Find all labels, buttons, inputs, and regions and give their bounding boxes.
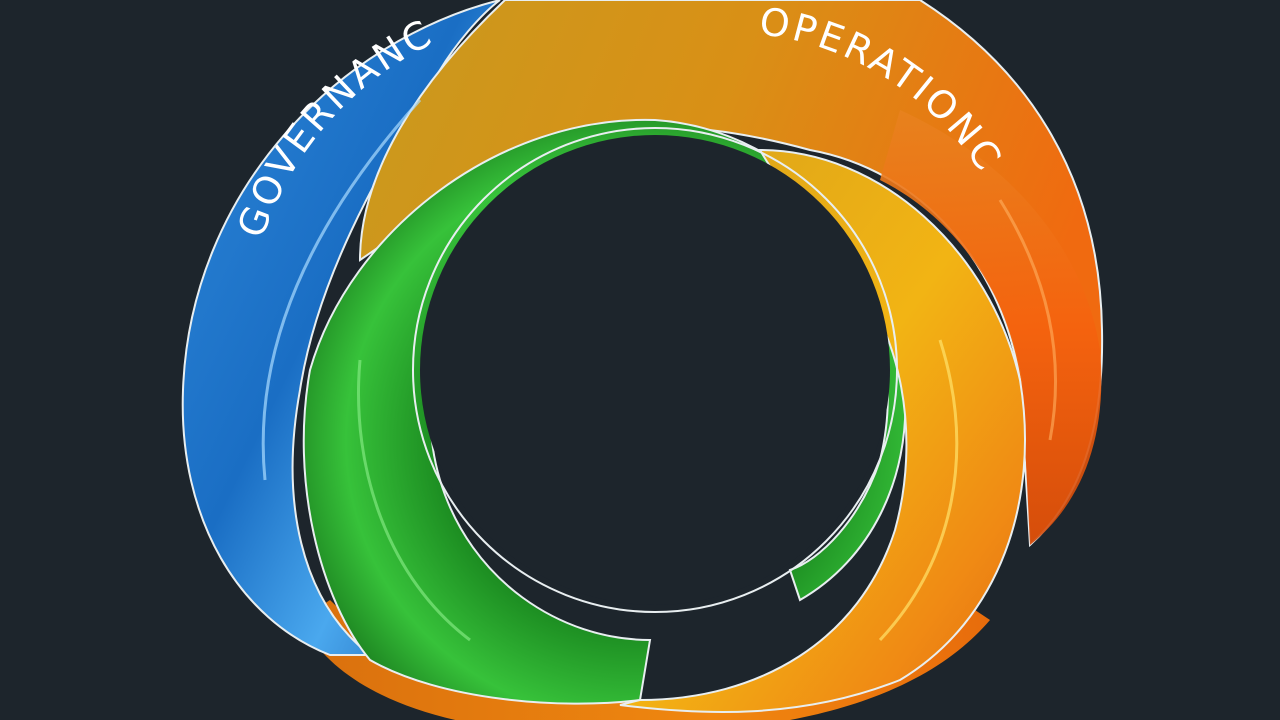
center-void <box>420 135 890 605</box>
center-rim <box>412 127 898 613</box>
yellow-highlight <box>878 339 959 642</box>
operations-band-right <box>880 110 1102 545</box>
blue-highlight <box>261 98 422 481</box>
green-highlight <box>356 359 471 642</box>
orange-highlight <box>998 199 1058 441</box>
